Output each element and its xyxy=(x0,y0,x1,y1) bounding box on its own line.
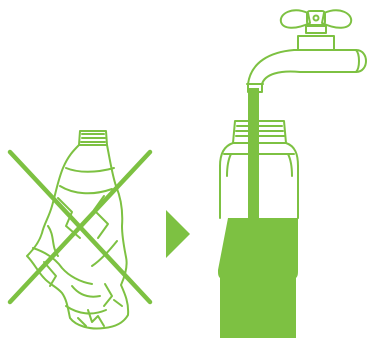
faucet-icon xyxy=(247,10,366,92)
water-fill xyxy=(218,218,298,338)
triangle-arrow-right-icon xyxy=(166,210,190,258)
reusable-bottle-icon xyxy=(218,121,298,338)
cross-mark-icon xyxy=(10,152,150,302)
